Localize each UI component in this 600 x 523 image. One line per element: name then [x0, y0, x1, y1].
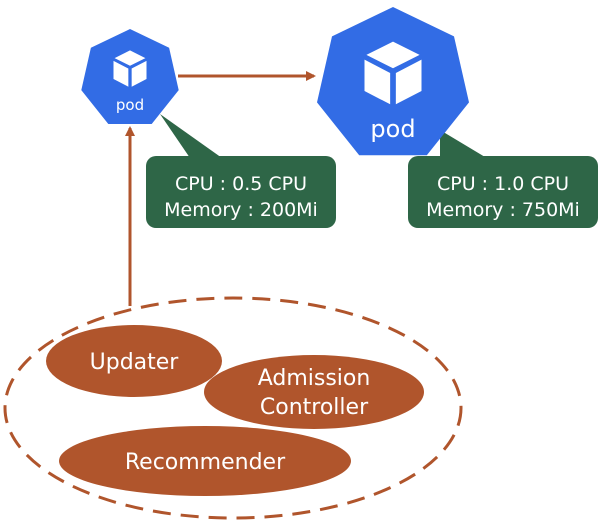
- updater-component: Updater: [46, 325, 222, 397]
- recommender-label: Recommender: [125, 450, 286, 475]
- target-pod-label: pod: [370, 115, 415, 143]
- cube-icon: [364, 41, 422, 105]
- updater-label: Updater: [90, 350, 180, 375]
- admission-controller-label-line2: Controller: [260, 395, 369, 420]
- source-pod: pod: [81, 29, 179, 124]
- source-cpu-text: CPU : 0.5 CPU: [175, 173, 307, 195]
- source-resource-callout: CPU : 0.5 CPU Memory : 200Mi: [146, 114, 336, 228]
- source-memory-text: Memory : 200Mi: [164, 199, 318, 221]
- target-memory-text: Memory : 750Mi: [426, 199, 580, 221]
- target-pod: pod: [317, 7, 469, 156]
- source-pod-label: pod: [116, 96, 144, 114]
- recommender-component: Recommender: [59, 426, 351, 496]
- admission-controller-label-line1: Admission: [258, 366, 371, 391]
- source-pod-heptagon: [81, 29, 179, 124]
- vpa-group-boundary: [3, 296, 463, 520]
- admission-controller-component: Admission Controller: [204, 355, 424, 429]
- target-resource-callout: CPU : 1.0 CPU Memory : 750Mi: [408, 130, 598, 228]
- target-pod-heptagon: [317, 7, 469, 156]
- target-cpu-text: CPU : 1.0 CPU: [437, 173, 569, 195]
